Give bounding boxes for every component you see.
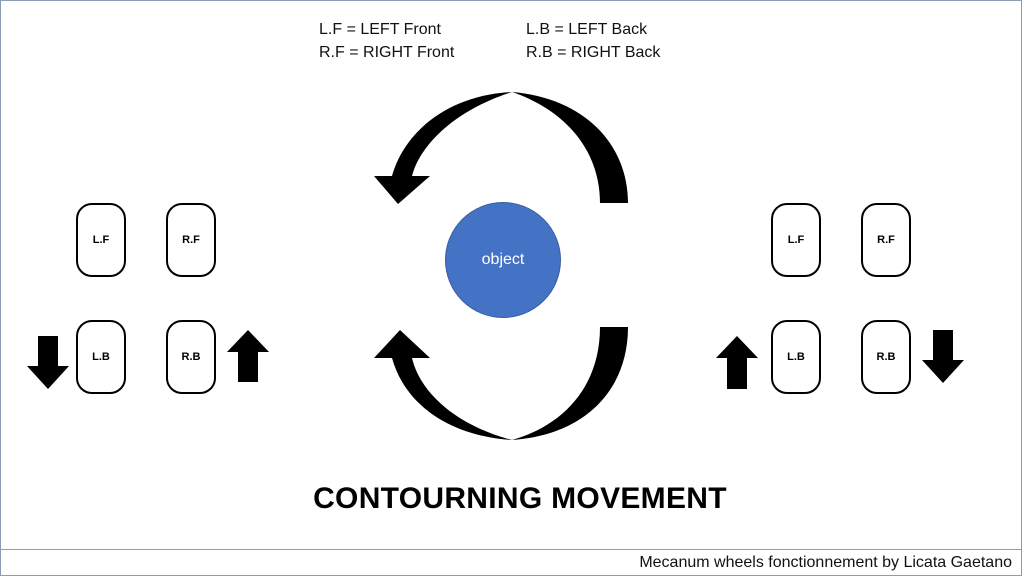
top-curved-arrow-icon [374,92,628,204]
bottom-curved-arrow-icon [374,327,628,440]
left-wheel-rb: R.B [166,320,216,394]
left-wheel-lb: L.B [76,320,126,394]
footer-divider [0,549,1022,550]
legend-lf: L.F = LEFT Front [319,21,441,38]
legend-rf: R.F = RIGHT Front [319,44,455,61]
left-lb-down-arrow-icon [27,336,69,389]
legend-rb: R.B = RIGHT Back [526,44,661,61]
diagram-frame [0,0,1022,576]
right-wheel-rb: R.B [861,320,911,394]
right-rb-down-arrow-icon [922,330,964,383]
right-wheel-lb: L.B [771,320,821,394]
left-wheel-lf: L.F [76,203,126,277]
object-label: object [481,251,525,268]
diagram-title: CONTOURNING MOVEMENT [313,482,727,515]
footer-credit: Mecanum wheels fonctionnement by Licata … [639,554,1012,571]
object-circle: object [445,202,561,318]
left-wheel-rf: R.F [166,203,216,277]
right-lb-up-arrow-icon [716,336,758,389]
left-rb-up-arrow-icon [227,330,269,382]
right-wheel-lf: L.F [771,203,821,277]
right-wheel-rf: R.F [861,203,911,277]
legend-lb: L.B = LEFT Back [526,21,648,38]
